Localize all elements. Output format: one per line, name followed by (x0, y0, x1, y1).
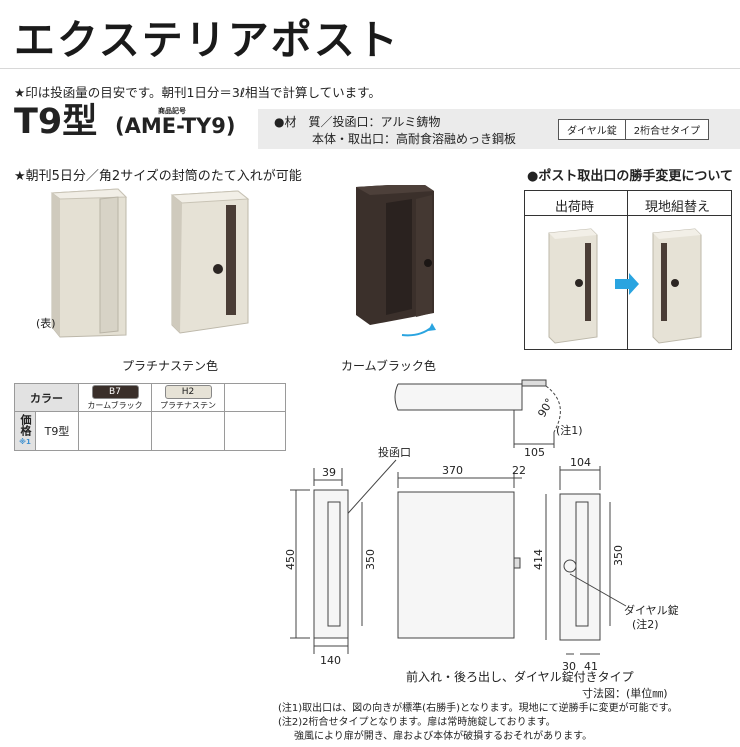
dim-door-inner-350: 350 (612, 545, 625, 566)
footnotes: (注1)取出口は、図の向きが標準(右勝手)となります。現地にて逆勝手に変更が可能… (278, 702, 678, 744)
color-header: カラー (14, 383, 79, 412)
onsite-header: 現地組替え (645, 200, 711, 215)
dim-door-height-414: 414 (532, 549, 545, 570)
shipping-header: 出荷時 (555, 200, 595, 215)
model-name: T9型 (14, 102, 98, 142)
direction-arrow-icon (615, 273, 639, 295)
black-caption: カームブラック色 (341, 359, 436, 373)
lock-label: ダイヤル錠 (624, 603, 679, 617)
dim-inner-350: 350 (364, 549, 377, 570)
lock-note: (注2) (632, 617, 659, 631)
footnote-3: 強風により扉が開き、扉および本体が破損するおそれがあります。 (294, 731, 593, 742)
model-code: (AME-TY9) (115, 114, 236, 138)
swatch-b7: B7 (91, 385, 139, 399)
capacity-unit-note: ★印は投函量の目安です。朝刊1日分＝3ℓ相当で計算しています。 (14, 85, 381, 100)
dim-side-bottom-140: 140 (320, 654, 341, 667)
page-title: エクステリアポスト (14, 16, 400, 64)
capacity-note: ★朝刊5日分／角2サイズの封筒のたて入れが可能 (14, 169, 302, 184)
handedness-box: 出荷時 現地組替え (524, 190, 732, 350)
drawing-unit: 寸法図：(単位㎜) (582, 687, 668, 700)
side-view-drawing (290, 468, 363, 654)
dim-depth-105: 105 (524, 446, 545, 459)
color-cell-h2: H2 プラチナステン (151, 383, 225, 412)
price-note: ※1 (19, 438, 31, 446)
dim-offset-22: 22 (512, 464, 526, 477)
onsite-post-photo (652, 228, 702, 344)
product-photos (50, 185, 436, 338)
spec-material: ●材 質／投函口：アルミ鋳物 (274, 115, 441, 129)
price-header-cell: 価格 ※1 (14, 411, 36, 451)
front-view-drawing (397, 472, 522, 639)
handedness-header-row (525, 191, 731, 216)
platinum-door-photo (170, 190, 250, 334)
front-label: (表) (36, 317, 56, 330)
dim-angle-90: 90° (535, 396, 556, 419)
model-code-label: 商品記号 (158, 107, 186, 115)
door-view-drawing (545, 466, 627, 655)
spec-box: ●材 質／投函口：アルミ鋳物 本体・取出口：高耐食溶融めっき鋼板 ダイヤル錠 2… (258, 109, 740, 149)
color-price-table: カラー B7 カームブラック H2 プラチナステン 価格 ※1 T9型 (14, 383, 286, 451)
color-cell-b7: B7 カームブラック (78, 383, 152, 412)
slot-label: 投函口 (378, 445, 411, 459)
footnote-1: (注1)取出口は、図の向きが標準(右勝手)となります。現地にて逆勝手に変更が可能… (278, 703, 678, 714)
model-row-label: T9型 (35, 411, 79, 451)
price-empty (224, 411, 286, 451)
dim-door-width-104: 104 (570, 456, 591, 469)
handedness-diagram (548, 228, 702, 344)
swatch-h2: H2 (164, 385, 212, 399)
top-view-note: (注1) (556, 423, 583, 437)
tag-two-digit: 2桁合せタイプ (624, 120, 708, 139)
lock-type-tags: ダイヤル錠 2桁合せタイプ (558, 119, 710, 140)
footnote-2: (注2)2桁合せタイプとなります。扉は常時施錠しております。 (278, 717, 556, 728)
platinum-caption: プラチナステン色 (122, 359, 219, 373)
dim-height-450: 450 (284, 549, 297, 570)
dim-side-top-39: 39 (322, 466, 336, 479)
title-divider (0, 68, 740, 69)
price-header: 価格 (19, 414, 32, 436)
top-view-drawing (394, 379, 561, 448)
dimension-drawings: 105 90° (注1) 投函口 39 450 350 140 370 22 (284, 379, 679, 673)
dim-door-bottom-30: 30 (562, 660, 576, 673)
handedness-heading: ●ポスト取出口の勝手変更について (527, 169, 733, 184)
handedness-divider (627, 191, 628, 349)
platinum-front-photo (50, 188, 128, 338)
dim-width-370: 370 (442, 464, 463, 477)
drawing-caption: 前入れ・後ろ出し、ダイヤル錠付きタイプ (406, 670, 634, 684)
color-name-h2: プラチナステン (160, 401, 216, 410)
dim-door-bottom-41: 41 (584, 660, 598, 673)
color-name-b7: カームブラック (87, 401, 143, 410)
price-h2 (151, 411, 225, 451)
price-b7 (78, 411, 152, 451)
shipping-post-photo (548, 228, 598, 344)
black-open-photo (356, 185, 436, 337)
tag-dial-lock: ダイヤル錠 (567, 126, 617, 137)
spec-material-body: 本体・取出口：高耐食溶融めっき鋼板 (312, 132, 517, 146)
